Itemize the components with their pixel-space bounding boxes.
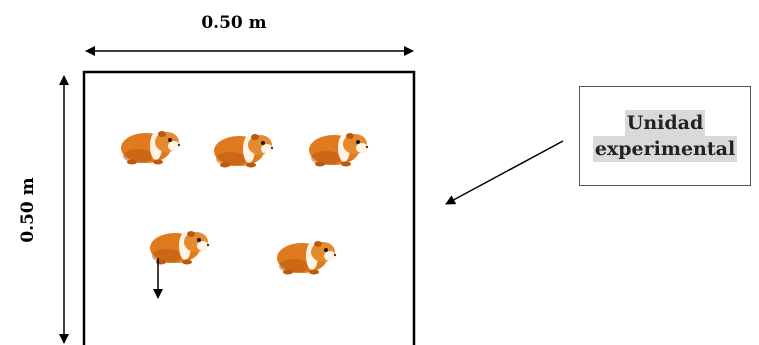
callout-pointer-arrow [445,140,564,205]
width-dimension-label: 0.50 m [201,13,266,33]
height-dimension-label: 0.50 m [18,177,38,242]
experimental-unit-callout: Unidad experimental [579,86,751,186]
guinea-pig-3 [309,133,369,167]
guinea-pig-1 [121,131,181,165]
guinea-pig-4 [150,231,210,265]
guinea-pig-2 [214,134,274,168]
enclosure-box [82,70,416,345]
callout-line-1: Unidad [624,110,706,136]
callout-line-2: experimental [592,136,738,162]
guinea-pig-5 [277,241,337,275]
